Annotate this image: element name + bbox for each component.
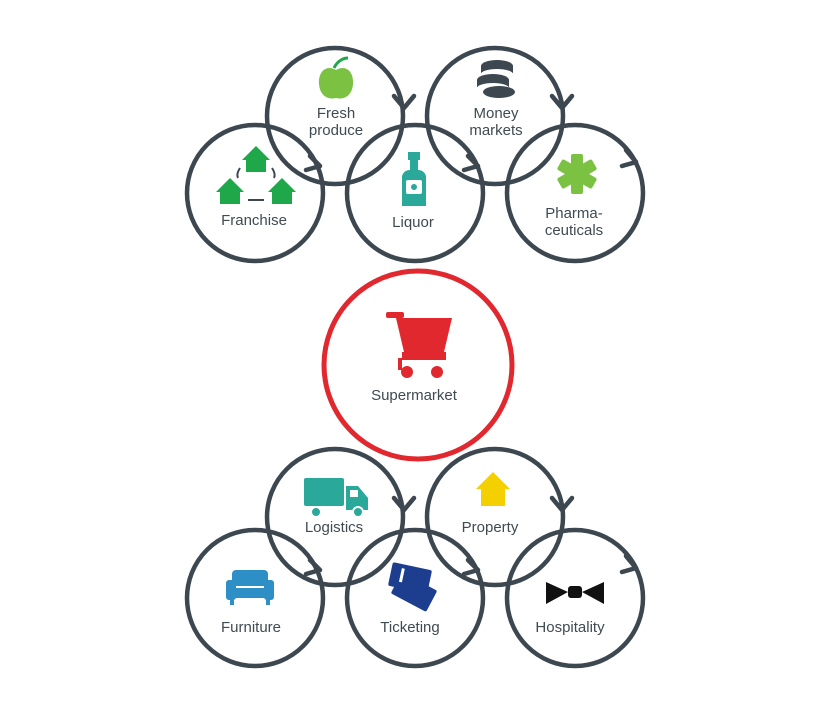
apple-icon	[318, 56, 354, 99]
arrow-head-8	[461, 557, 481, 577]
arrow-head-2	[303, 153, 323, 173]
ring-fresh-produce	[264, 45, 406, 187]
top-ring-group	[184, 45, 646, 264]
node-ticketing: Ticketing	[380, 562, 440, 636]
label-fresh-produce-line2: produce	[309, 122, 363, 139]
arrow-head-4	[549, 93, 575, 111]
arrow-head-9	[549, 495, 575, 513]
ring-ticketing	[344, 527, 486, 669]
center-ring	[321, 268, 515, 462]
ring-property	[424, 446, 566, 588]
label-money-markets-line1: Money	[473, 105, 519, 122]
truck-icon	[304, 478, 368, 518]
house-icon	[476, 472, 510, 506]
tickets-icon	[388, 562, 437, 612]
ring-hospitality	[504, 527, 646, 669]
node-fresh-produce: Fresh produce	[309, 56, 363, 139]
arrow-head-3	[461, 153, 481, 173]
arrow-head-6	[391, 495, 417, 513]
label-fresh-produce-line1: Fresh	[317, 105, 355, 122]
label-hospitality: Hospitality	[535, 619, 605, 636]
node-hospitality: Hospitality	[535, 582, 605, 636]
sofa-icon	[226, 570, 274, 605]
center-label: Supermarket	[371, 387, 458, 404]
ring-logistics	[264, 446, 406, 588]
node-property: Property	[462, 472, 519, 536]
arrow-head-7	[303, 557, 323, 577]
node-furniture: Furniture	[221, 570, 281, 636]
label-ticketing: Ticketing	[380, 619, 439, 636]
bottle-icon	[402, 152, 426, 206]
node-franchise: Franchise	[216, 146, 296, 229]
node-liquor: Liquor	[392, 152, 434, 231]
label-pharmaceuticals-line1: Pharma-	[545, 205, 603, 222]
ring-pharmaceuticals	[504, 122, 646, 264]
ring-franchise	[184, 122, 326, 264]
label-property: Property	[462, 519, 519, 536]
label-pharmaceuticals-line2: ceuticals	[545, 222, 603, 239]
bowtie-icon	[546, 582, 604, 604]
arrow-head-5	[619, 147, 639, 169]
node-money-markets: Money markets	[469, 60, 523, 139]
label-logistics: Logistics	[305, 519, 363, 536]
label-furniture: Furniture	[221, 619, 281, 636]
coins-icon	[477, 60, 515, 98]
asterisk-icon	[557, 154, 597, 194]
franchise-houses-icon	[216, 146, 296, 204]
ring-liquor	[344, 122, 486, 264]
bottom-ring-group	[184, 446, 646, 669]
arrow-head-10	[619, 553, 639, 575]
ring-money-markets	[424, 45, 566, 187]
center-node: Supermarket	[321, 268, 515, 462]
label-liquor: Liquor	[392, 214, 434, 231]
node-pharmaceuticals: Pharma- ceuticals	[545, 154, 603, 239]
ring-furniture	[184, 527, 326, 669]
arrow-head-1	[391, 93, 417, 111]
label-money-markets-line2: markets	[469, 122, 522, 139]
node-logistics: Logistics	[304, 478, 368, 536]
label-franchise: Franchise	[221, 212, 287, 229]
shopping-cart-icon	[386, 312, 452, 378]
